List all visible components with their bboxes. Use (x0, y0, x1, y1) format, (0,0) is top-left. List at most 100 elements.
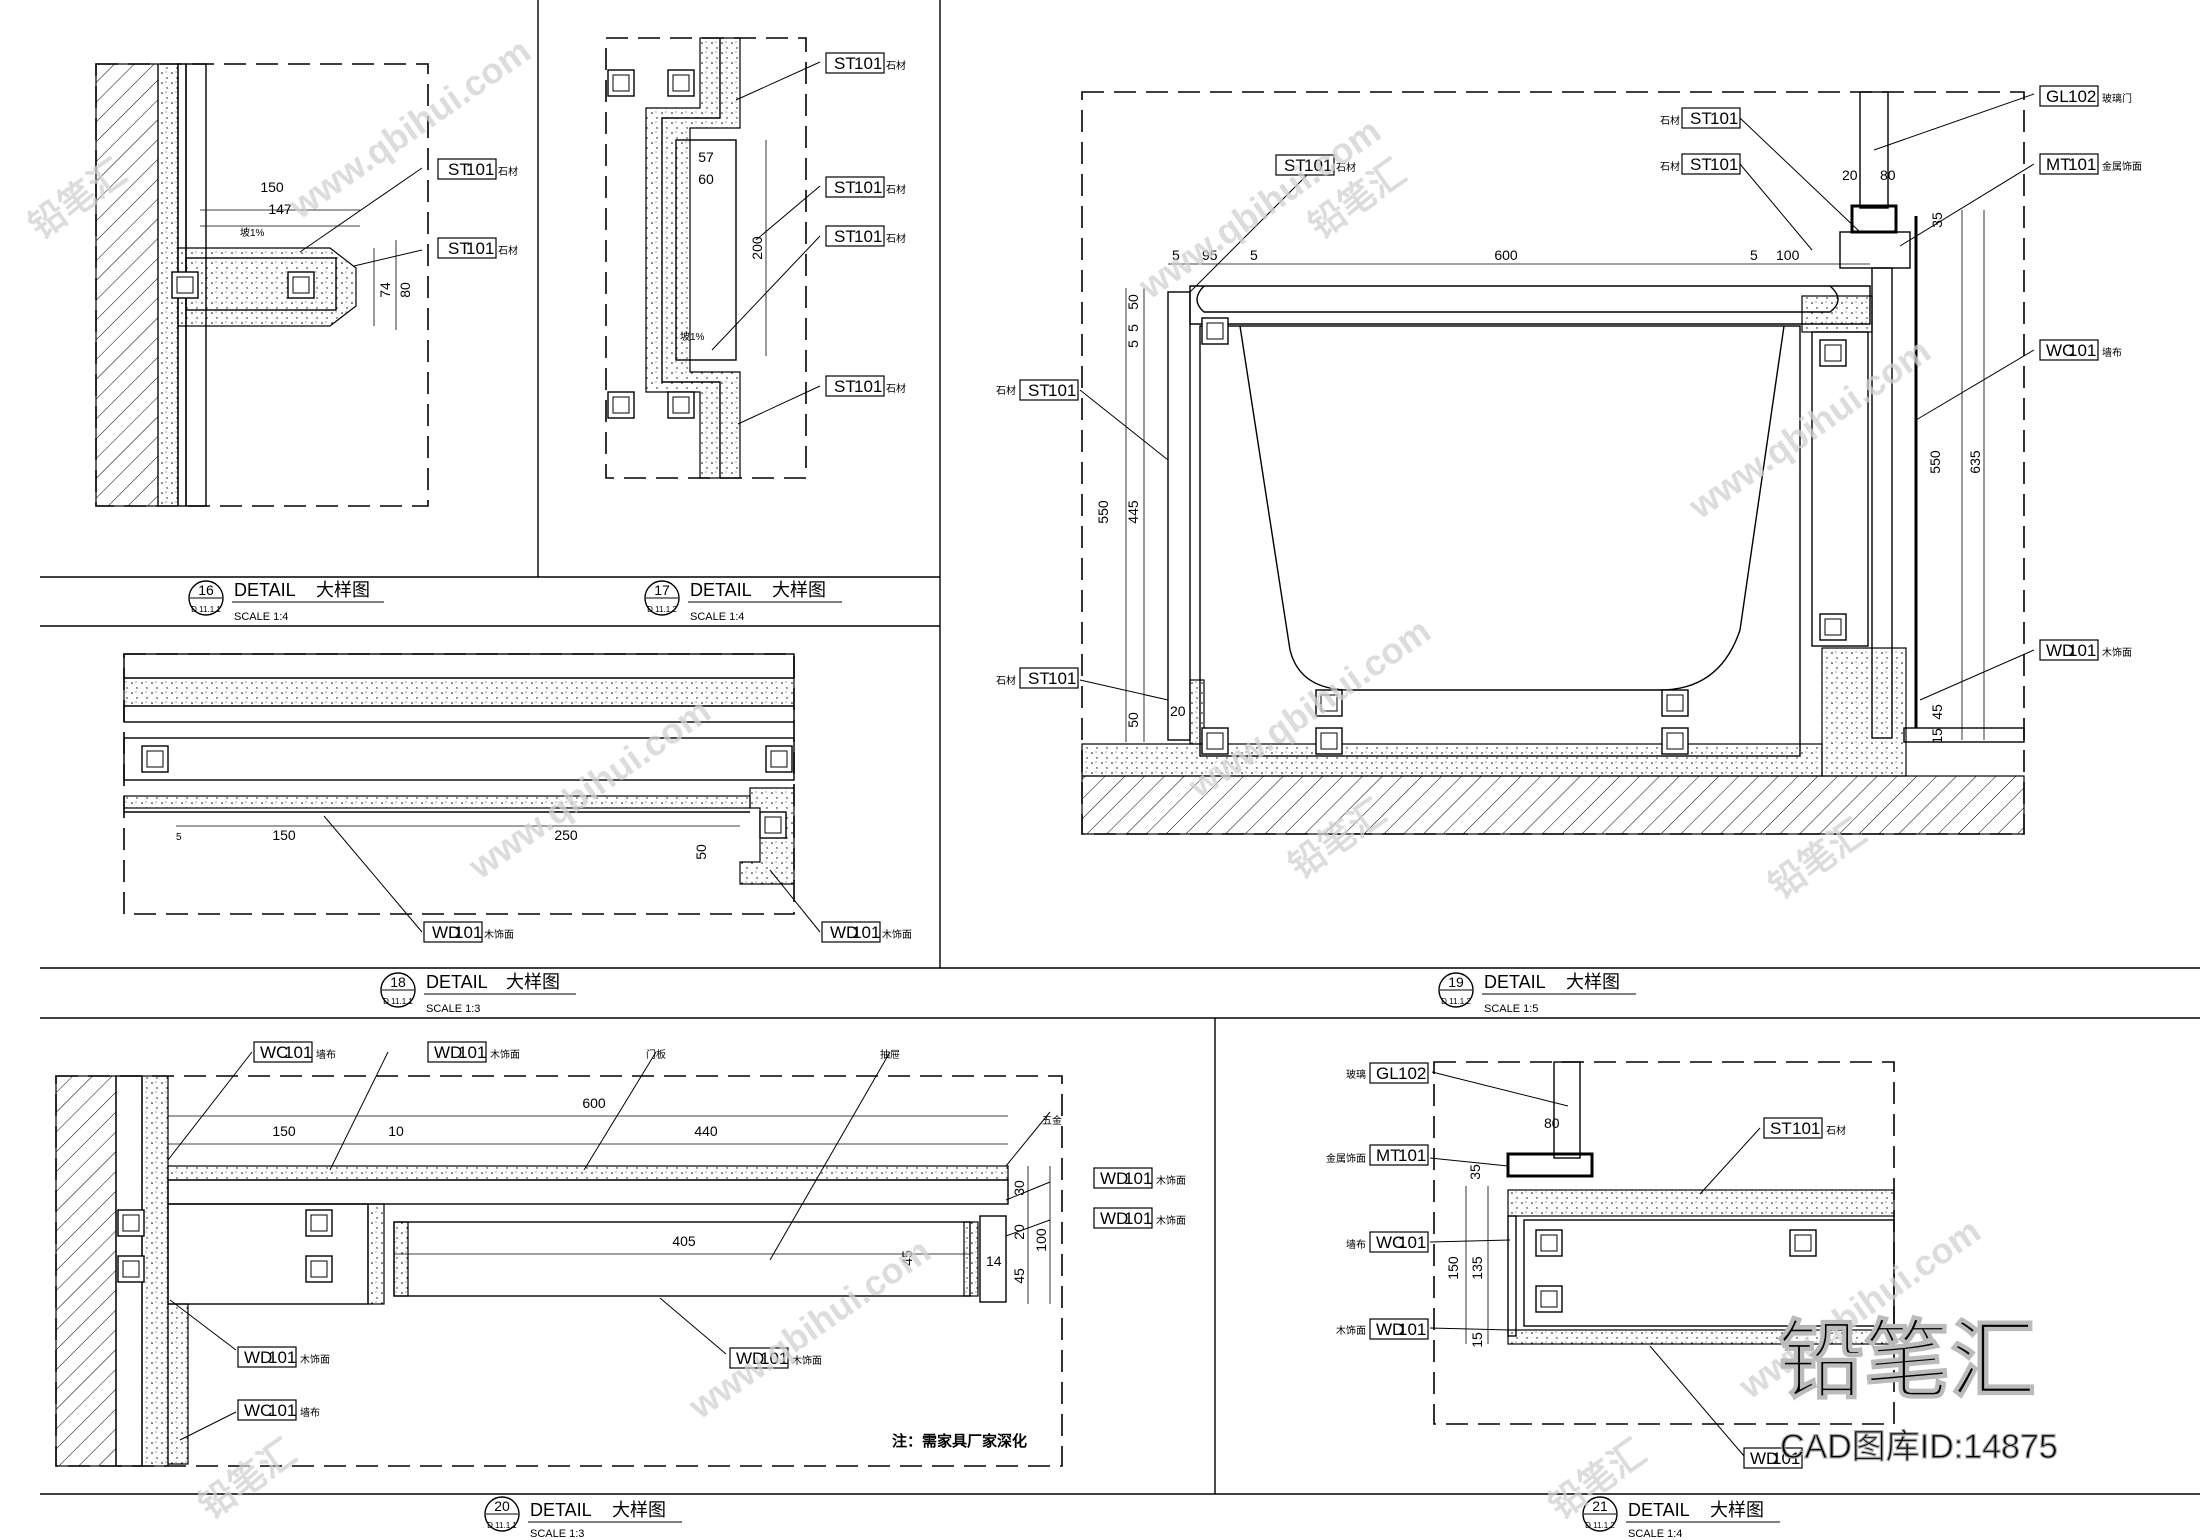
material-name: 木饰面 (490, 1048, 520, 1061)
tag-number: 101 (1398, 1146, 1426, 1165)
dim-label: 635 (1967, 450, 1983, 474)
detail-number: 19 (1448, 974, 1464, 990)
tag-code: WD (736, 1349, 764, 1368)
detail-word: DETAIL (530, 1500, 592, 1520)
detail-21-tag-wd: 木饰面 WD 101 (1336, 1318, 1429, 1340)
tag-number: 101 (1304, 156, 1332, 175)
tag-code: ST (1690, 109, 1712, 128)
drawer-note: 抽屉 (880, 1048, 900, 1061)
detail-cn-title: 大样图 (772, 580, 826, 600)
detail-scale: SCALE 1:4 (690, 611, 744, 623)
detail-19-tag-st-right-1: 石材 ST 101 (1660, 107, 1741, 129)
detail-19-leaders (1079, 93, 2035, 701)
tag-code: ST (1028, 669, 1050, 688)
tag-code: ST (834, 227, 856, 246)
tag-number: 101 (1710, 109, 1738, 128)
detail-title-20: 20 D 11.1.1 DETAIL 大样图 SCALE 1:3 (484, 1496, 682, 1540)
tag-number: 101 (1710, 155, 1738, 174)
material-name: 石材 (886, 232, 906, 245)
dim-label: 50 (1125, 712, 1141, 728)
detail-20-tag-wd-bottom-left: WD 101 木饰面 (237, 1346, 330, 1368)
dim-label: 14 (986, 1253, 1002, 1269)
dim-label: 445 (1125, 500, 1141, 524)
tag-number: 102 (1398, 1064, 1426, 1083)
dim-label: 5 (1125, 324, 1141, 332)
detail-title-19: 19 D 11.1.2 DETAIL 大样图 SCALE 1:5 (1438, 972, 1636, 1015)
dim-label: 200 (749, 236, 765, 260)
tag-number: 101 (1124, 1169, 1152, 1188)
dim-label: 5 (1125, 340, 1141, 348)
detail-17-drawing: 57 60 200 坡1% (605, 37, 821, 479)
brand-logo-text: 铅笔汇 (1778, 1313, 2036, 1409)
material-name: 木饰面 (1156, 1174, 1186, 1187)
brand-caption: CAD图库ID:14875 (1780, 1428, 2058, 1466)
dim-label: 600 (582, 1095, 606, 1111)
tag-code: WD (1100, 1209, 1128, 1228)
detail-19-tag-mt: MT 101 金属饰面 (2039, 153, 2142, 175)
detail-scale: SCALE 1:4 (1628, 1528, 1682, 1540)
tag-number: 101 (268, 1348, 296, 1367)
detail-17-tag-1: ST 101 石材 (825, 52, 906, 74)
tag-code: GL (2046, 87, 2069, 106)
material-name: 玻璃门 (2102, 92, 2132, 105)
detail-21-tag-mt: 金属饰面 MT 101 (1326, 1144, 1429, 1166)
dim-label: 45 (1011, 1268, 1027, 1284)
material-name: 木饰面 (882, 928, 912, 941)
tag-number: 101 (1398, 1320, 1426, 1339)
detail-20-tag-wd-right-1: WD 101 木饰面 (1093, 1167, 1186, 1189)
dim-label: 80 (397, 282, 413, 298)
detail-19-tag-gl: GL 102 玻璃门 (2039, 85, 2132, 107)
detail-cn-title: 大样图 (1710, 1500, 1764, 1520)
dim-label: 100 (1776, 247, 1800, 263)
dim-label: 35 (1929, 212, 1945, 228)
material-name: 石材 (1826, 1124, 1846, 1137)
tag-code: WC (260, 1043, 288, 1062)
tag-number: 102 (2068, 87, 2096, 106)
detail-cn-title: 大样图 (506, 972, 560, 992)
material-name: 石材 (1336, 161, 1356, 174)
dim-label: 45 (899, 1250, 915, 1266)
detail-16-tag-2: ST 101 石材 (437, 237, 518, 259)
material-name: 石材 (996, 674, 1016, 687)
detail-17-tag-3: ST 101 石材 (825, 225, 906, 247)
tag-code: ST (448, 160, 470, 179)
dim-label: 250 (554, 827, 578, 843)
sheet-ref: D 11.1.1 (191, 605, 221, 614)
tag-code: ST (448, 239, 470, 258)
furniture-note: 注：需家具厂家深化 (892, 1432, 1027, 1450)
tag-number: 101 (454, 923, 482, 942)
material-name: 金属饰面 (2102, 160, 2142, 173)
detail-number: 16 (198, 582, 214, 598)
detail-17-tag-2: ST 101 石材 (825, 176, 906, 198)
detail-cn-title: 大样图 (612, 1500, 666, 1520)
sheet-ref: D 11.1.2 (647, 605, 677, 614)
dim-label: 150 (260, 179, 284, 195)
sheet-ref: D 11.1.2 (1441, 997, 1471, 1006)
watermark-url: www.qbihui.com (460, 690, 718, 887)
tag-code: WD (1750, 1449, 1778, 1468)
detail-20-tag-wc-top: WC 101 墙布 (253, 1041, 336, 1063)
tag-code: GL (1376, 1064, 1399, 1083)
slope-note: 坡1% (680, 330, 705, 343)
detail-word: DETAIL (234, 580, 296, 600)
tag-code: ST (1690, 155, 1712, 174)
slope-note: 坡1% (240, 226, 265, 239)
dim-label: 440 (694, 1123, 718, 1139)
detail-21-tag-wd-bottom: WD 101 (1743, 1447, 1803, 1469)
material-name: 木饰面 (2102, 646, 2132, 659)
tag-number: 101 (1124, 1209, 1152, 1228)
watermark-url: www.qbihui.com (1680, 330, 1938, 527)
tag-number: 101 (854, 178, 882, 197)
dim-label: 20 (1170, 703, 1186, 719)
tag-code: WC (2046, 341, 2074, 360)
material-name: 石材 (996, 384, 1016, 397)
dim-label: 135 (1469, 1256, 1485, 1280)
material-name: 墙布 (2102, 346, 2122, 359)
watermark-url: www.qbihui.com (680, 1230, 938, 1427)
dim-label: 550 (1927, 450, 1943, 474)
dim-label: 10 (388, 1123, 404, 1139)
material-name: 石材 (498, 244, 518, 257)
tag-number: 101 (1772, 1449, 1800, 1468)
dim-label: 5 (1250, 247, 1258, 263)
tag-number: 101 (2068, 155, 2096, 174)
